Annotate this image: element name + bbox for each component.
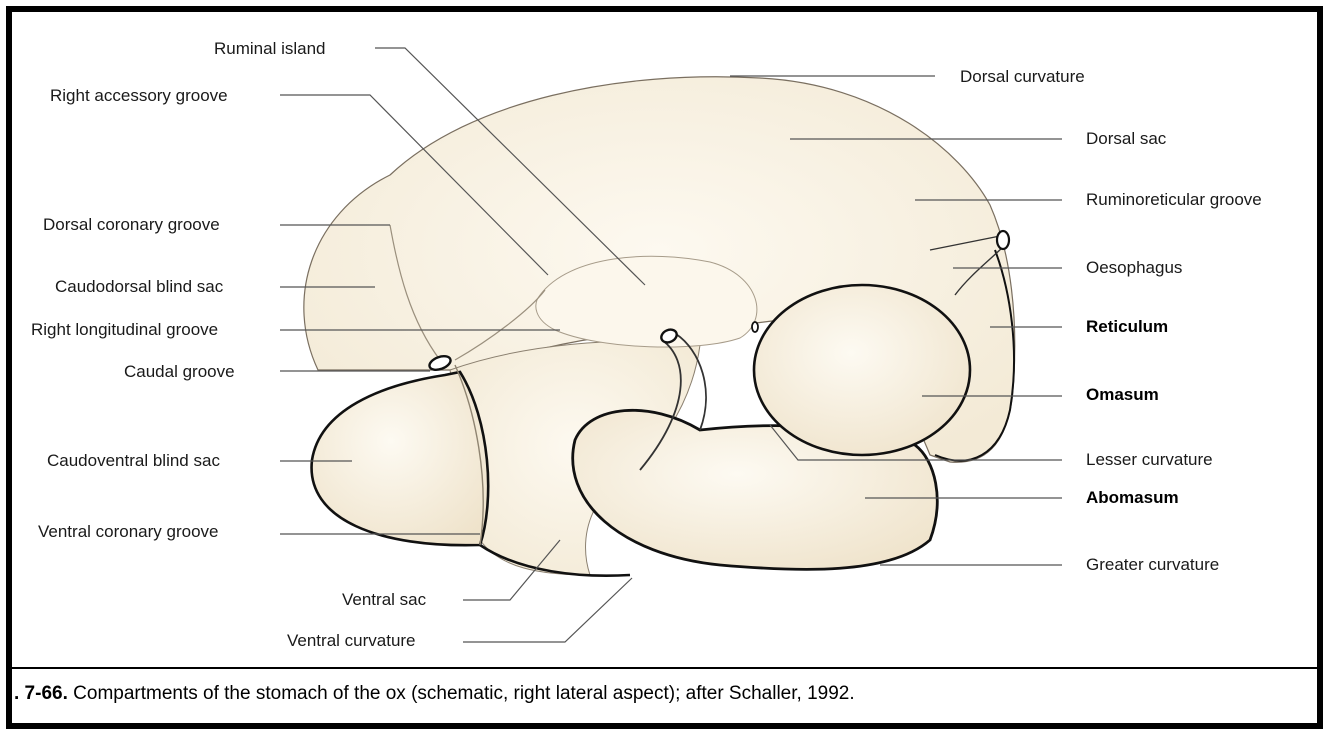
label-omasum: Omasum: [1086, 385, 1159, 405]
label-greater-curvature: Greater curvature: [1086, 555, 1219, 575]
label-ventral-curvature: Ventral curvature: [287, 631, 416, 651]
omasal-opening: [752, 322, 758, 332]
label-ruminal-island: Ruminal island: [214, 39, 326, 59]
label-caudal-groove: Caudal groove: [124, 362, 235, 382]
label-ruminoreticular-groove: Ruminoreticular groove: [1086, 190, 1262, 210]
oesophagus-opening: [997, 231, 1009, 249]
label-caudoventral-blind-sac: Caudoventral blind sac: [47, 451, 220, 471]
label-right-longitudinal-groove: Right longitudinal groove: [31, 320, 218, 340]
label-dorsal-sac: Dorsal sac: [1086, 129, 1166, 149]
figure-caption: . 7-66. Compartments of the stomach of t…: [14, 683, 855, 705]
caption-text: Compartments of the stomach of the ox (s…: [68, 683, 855, 704]
omasum-shape: [754, 285, 970, 455]
label-reticulum: Reticulum: [1086, 317, 1168, 337]
label-right-accessory-groove: Right accessory groove: [50, 86, 228, 106]
label-abomasum: Abomasum: [1086, 488, 1179, 508]
caudoventral-blind-sac-shape: [312, 372, 489, 545]
label-caudodorsal-blind-sac: Caudodorsal blind sac: [55, 277, 223, 297]
figure-number: . 7-66.: [14, 683, 68, 704]
label-oesophagus: Oesophagus: [1086, 258, 1182, 278]
label-ventral-coronary-groove: Ventral coronary groove: [38, 522, 219, 542]
label-lesser-curvature: Lesser curvature: [1086, 450, 1213, 470]
label-ventral-sac: Ventral sac: [342, 590, 426, 610]
caption-divider: [12, 667, 1317, 669]
label-dorsal-curvature: Dorsal curvature: [960, 67, 1085, 87]
label-dorsal-coronary-groove: Dorsal coronary groove: [43, 215, 220, 235]
